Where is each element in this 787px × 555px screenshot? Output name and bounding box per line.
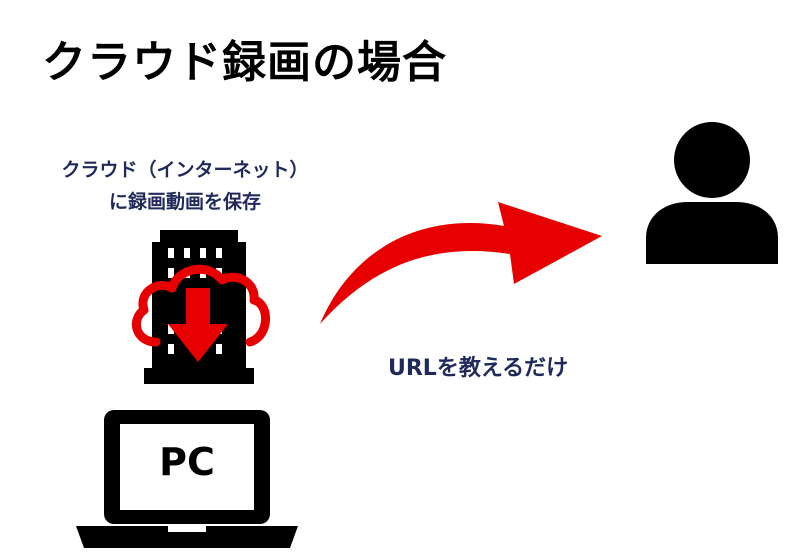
pc-label: PC: [159, 440, 215, 484]
cloud-caption: クラウド（インターネット） に録画動画を保存: [40, 154, 330, 218]
cloud-caption-line2: に録画動画を保存: [108, 191, 261, 213]
page-title: クラウド録画の場合: [42, 37, 447, 88]
cloud-download-icon: [131, 264, 270, 362]
cloud-caption-line1: クラウド（インターネット）: [61, 159, 309, 181]
user-icon: [646, 122, 778, 264]
curved-arrow-icon: [320, 202, 602, 324]
laptop-icon: [76, 410, 298, 548]
arrow-label: URLを教えるだけ: [388, 356, 569, 381]
